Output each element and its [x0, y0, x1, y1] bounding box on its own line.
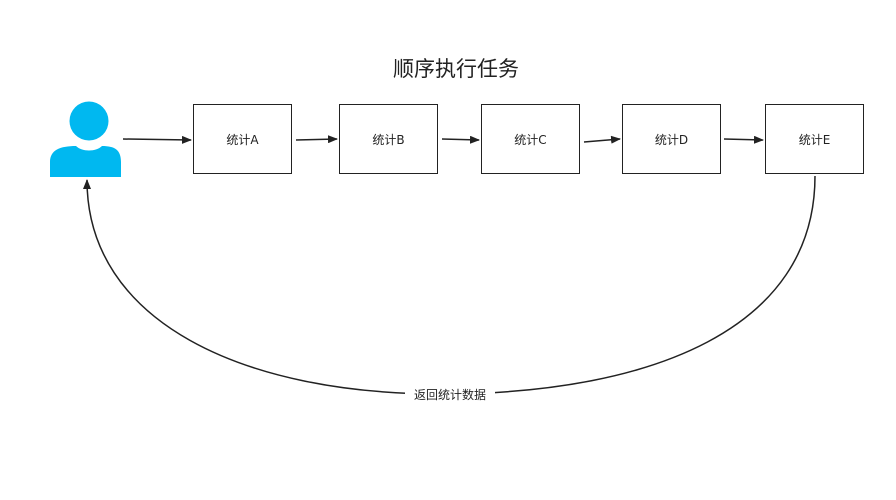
- edge-c-to-d: [583, 135, 621, 144]
- edge-e-to-user: [83, 175, 816, 395]
- node-statistics-c[interactable]: 统计C: [481, 104, 580, 174]
- return-edge-label: 返回统计数据: [405, 386, 495, 404]
- edge-d-to-e: [723, 135, 764, 144]
- edge-a-to-b: [295, 135, 338, 144]
- node-statistics-e[interactable]: 统计E: [765, 104, 864, 174]
- node-statistics-a[interactable]: 统计A: [193, 104, 292, 174]
- edge-b-to-c: [441, 135, 480, 144]
- edge-user-to-a: [122, 135, 192, 144]
- node-statistics-b[interactable]: 统计B: [339, 104, 438, 174]
- node-statistics-d[interactable]: 统计D: [622, 104, 721, 174]
- user-icon: [50, 101, 121, 177]
- diagram-title: 顺序执行任务: [393, 57, 519, 81]
